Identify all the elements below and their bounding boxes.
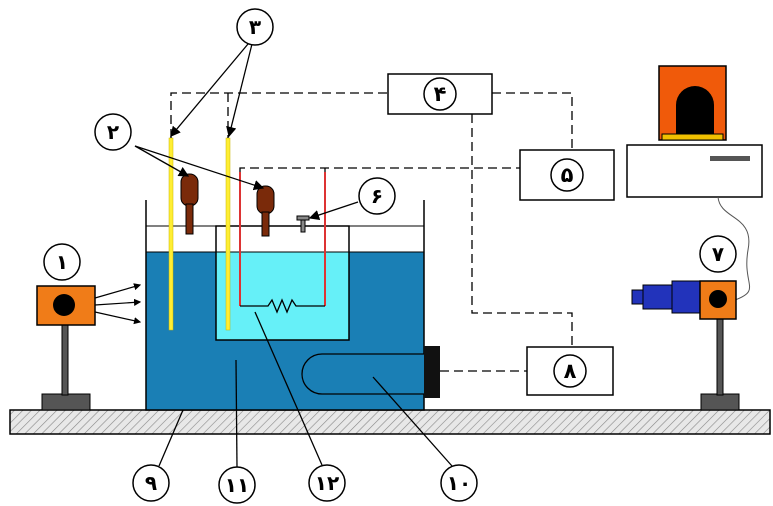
svg-text:۴: ۴ <box>434 82 447 106</box>
tube-heater <box>301 346 440 398</box>
box-4-label: ۴ <box>423 77 457 111</box>
computer <box>626 65 763 301</box>
inner-water <box>216 252 349 340</box>
lamp-base <box>41 393 91 411</box>
light-ray-3 <box>94 311 142 325</box>
svg-text:۶: ۶ <box>371 184 383 208</box>
screw-stirrer <box>296 215 310 233</box>
computer-case <box>626 144 763 198</box>
lamp-lens <box>53 294 75 316</box>
camera-base <box>700 393 740 411</box>
callout-9: ۹ <box>132 464 170 502</box>
callout-10: ۱۰ <box>440 464 478 502</box>
svg-text:۱: ۱ <box>56 250 68 274</box>
electrode-right <box>256 185 275 237</box>
tube-cap <box>424 346 440 398</box>
lamp-stand <box>61 324 69 396</box>
svg-text:۷: ۷ <box>712 242 724 266</box>
callout-1: ۱ <box>43 243 81 281</box>
box-5-label: ۵ <box>550 158 584 192</box>
svg-text:۹: ۹ <box>145 471 157 495</box>
svg-text:۱۰: ۱۰ <box>447 471 471 495</box>
svg-text:۸: ۸ <box>564 359 577 383</box>
dashed-connections <box>170 92 573 372</box>
light-source <box>36 283 142 411</box>
svg-text:۲: ۲ <box>107 120 119 144</box>
inner-vessel-wall <box>215 225 350 341</box>
camera-stand <box>716 318 724 396</box>
svg-text:۱۱: ۱۱ <box>225 473 249 497</box>
outer-tank-wall <box>145 200 425 411</box>
box-8-label: ۸ <box>553 354 587 388</box>
callout-3: ۳ <box>236 8 274 46</box>
monitor-screen <box>676 86 714 135</box>
camera-aperture <box>709 290 727 308</box>
callout-11: ۱۱ <box>218 466 256 504</box>
camera-lens-tip <box>631 289 645 305</box>
callout-6: ۶ <box>358 177 396 215</box>
heater-resistor <box>240 298 325 314</box>
callout-12: ۱۲ <box>308 464 346 502</box>
light-ray-2 <box>94 298 142 306</box>
callout-2: ۲ <box>94 113 132 151</box>
light-ray-1 <box>94 283 142 299</box>
svg-text:۵: ۵ <box>561 163 574 187</box>
monitor-stand <box>661 133 724 141</box>
drive-slot <box>710 156 750 161</box>
camera-cable <box>717 196 751 301</box>
heater-element <box>239 172 326 314</box>
callout-7: ۷ <box>699 235 737 273</box>
camera <box>631 280 740 411</box>
camera-lens <box>642 284 674 310</box>
inner-vessel <box>215 225 350 341</box>
probe-right <box>225 137 231 331</box>
base-table <box>9 409 771 435</box>
leader-lines <box>134 43 453 468</box>
camera-barrel <box>671 280 703 314</box>
electrode-left <box>180 173 199 235</box>
svg-text:۳: ۳ <box>249 15 261 39</box>
svg-text:۱۲: ۱۲ <box>315 471 339 495</box>
